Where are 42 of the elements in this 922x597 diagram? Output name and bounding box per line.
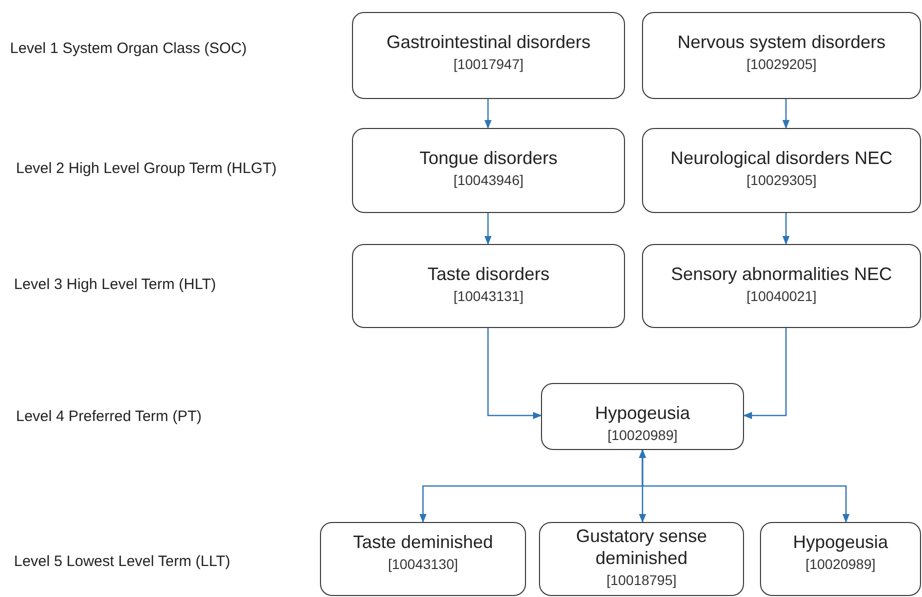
term-box (352, 128, 625, 213)
term-box (320, 522, 526, 596)
term-code: [10029305] (746, 171, 817, 189)
level-label: Level 3 High Level Term (HLT) (14, 276, 216, 293)
term-box (642, 128, 921, 213)
arrow (487, 328, 542, 420)
term-code: [10043131] (453, 287, 524, 305)
term-name: Gustatory sense deminished (574, 525, 708, 569)
term-box (352, 244, 625, 328)
term-name: Tongue disorders (419, 147, 558, 169)
arrow (484, 213, 492, 245)
arrow (638, 449, 850, 523)
arrow (782, 213, 790, 245)
term-box (642, 244, 921, 328)
term-box (760, 522, 921, 596)
term-code: [10043946] (453, 171, 524, 189)
term-name: Hypogeusia (594, 402, 690, 424)
term-box (539, 522, 744, 596)
level-label: Level 5 Lowest Level Term (LLT) (14, 553, 230, 570)
term-name: Taste disorders (427, 263, 550, 285)
term-box (352, 12, 625, 99)
term-name: Neurological disorders NEC (670, 147, 893, 169)
term-name: Taste deminished (352, 531, 494, 553)
term-name: Sensory abnormalities NEC (670, 263, 892, 285)
arrow (743, 328, 787, 420)
level-label: Level 1 System Organ Class (SOC) (10, 40, 247, 57)
term-box (642, 12, 921, 99)
term-code: [10017947] (453, 55, 524, 73)
level-label: Level 2 High Level Group Term (HLGT) (16, 160, 277, 177)
term-code: [10020989] (607, 426, 678, 444)
term-box (541, 383, 744, 450)
term-name: Nervous system disorders (677, 31, 886, 53)
term-code: [10018795] (606, 571, 677, 589)
term-code: [10020989] (805, 555, 876, 573)
term-name: Hypogeusia (792, 531, 888, 553)
arrow (782, 99, 790, 129)
arrow (484, 99, 492, 129)
term-name: Gastrointestinal disorders (386, 31, 591, 53)
term-code: [10029205] (746, 55, 817, 73)
term-code: [10043130] (388, 555, 458, 573)
level-label: Level 4 Preferred Term (PT) (16, 408, 202, 425)
term-code: [10040021] (746, 287, 817, 305)
